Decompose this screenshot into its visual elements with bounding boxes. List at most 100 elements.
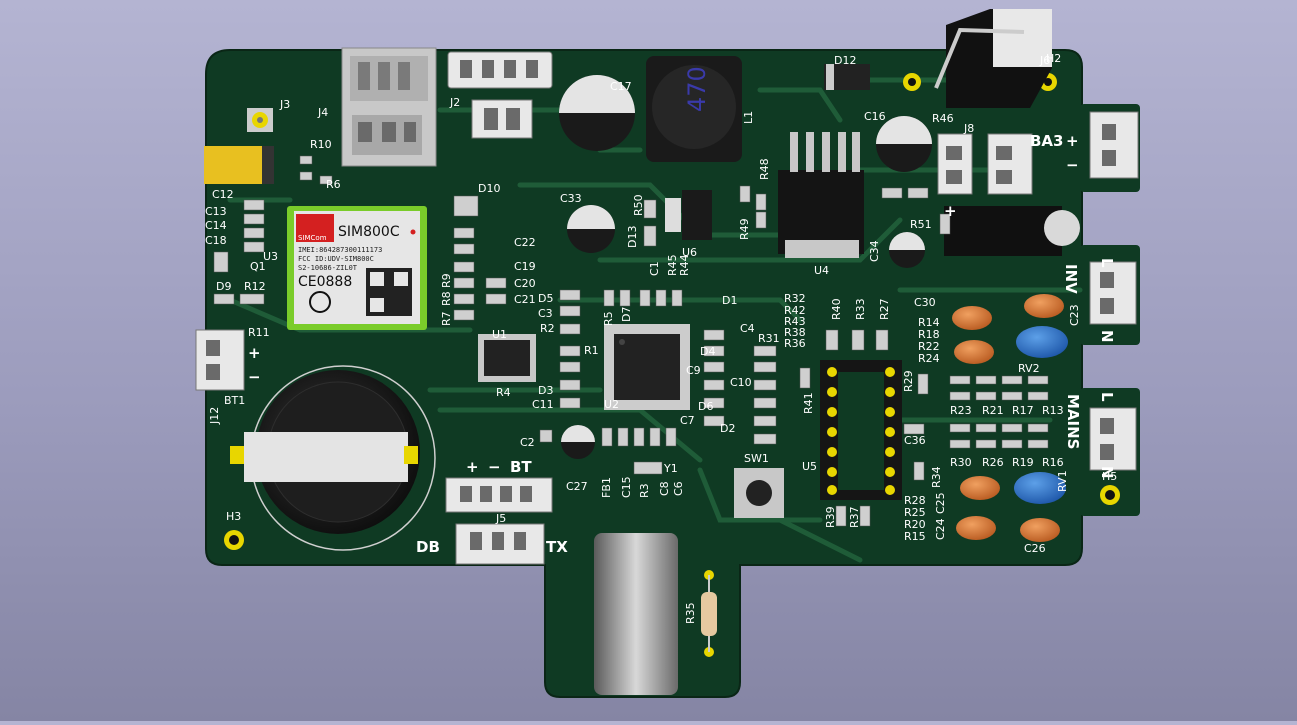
ref-c18: C18 xyxy=(205,234,227,247)
label-inv-live: L xyxy=(1098,258,1116,268)
label-mains: MAINS xyxy=(1064,394,1082,449)
ref-r1: R1 xyxy=(584,344,599,357)
ref-d3: D3 xyxy=(538,384,553,397)
ref-r21: R21 xyxy=(982,404,1004,417)
label-mains-live: L xyxy=(1098,392,1116,402)
label-bt: BT xyxy=(510,458,532,476)
ref-r30: R30 xyxy=(950,456,972,469)
ref-r4: R4 xyxy=(496,386,511,399)
soic-u1 xyxy=(478,334,536,382)
ref-r45: R45 xyxy=(666,254,679,276)
ref-c25: C25 xyxy=(934,492,947,514)
ref-r16: R16 xyxy=(1042,456,1064,469)
resistor-r35 xyxy=(701,575,717,652)
smd-passives xyxy=(213,155,1049,527)
ref-c26: C26 xyxy=(1024,542,1046,555)
ref-r11: R11 xyxy=(248,326,270,339)
label-ba3: BA3 xyxy=(1030,132,1063,150)
label-tx: TX xyxy=(546,538,568,556)
ref-d13: D13 xyxy=(626,226,639,248)
regulator-u6 xyxy=(665,190,712,240)
ref-d9: D9 xyxy=(216,280,231,293)
ref-u6: U6 xyxy=(682,246,697,259)
ref-r29: R29 xyxy=(902,370,915,392)
current-transformer xyxy=(594,533,678,695)
ceramic-disc-capacitors xyxy=(952,294,1068,542)
ref-r35: R35 xyxy=(684,602,697,624)
ref-c10: C10 xyxy=(730,376,752,389)
inductor-l1: 470 xyxy=(646,56,742,162)
ref-j8: J8 xyxy=(963,122,974,135)
ref-c3: C3 xyxy=(538,307,553,320)
ref-r38: R38 xyxy=(784,326,806,339)
ref-d10: D10 xyxy=(478,182,500,195)
ref-u3: U3 xyxy=(263,250,278,263)
ref-c36: C36 xyxy=(904,434,926,447)
sim-line-3: S2-10686-ZIL0T xyxy=(298,264,358,272)
label-mains-neutral: N xyxy=(1098,466,1116,479)
ufl-connector-j3 xyxy=(247,108,273,132)
inductor-marking: 470 xyxy=(683,66,711,112)
ref-c20: C20 xyxy=(514,277,536,290)
ref-r5: R5 xyxy=(602,311,615,326)
ref-c12: C12 xyxy=(212,188,234,201)
ref-c21: C21 xyxy=(514,293,536,306)
ref-c16: C16 xyxy=(864,110,886,123)
coin-cell-bt1 xyxy=(230,365,436,551)
ref-j2: J2 xyxy=(449,96,460,109)
ref-d1: D1 xyxy=(722,294,737,307)
ref-r28: R28 xyxy=(904,494,926,507)
ref-d2: D2 xyxy=(720,422,735,435)
ref-r43: R43 xyxy=(784,315,806,328)
ref-r27: R27 xyxy=(878,298,891,320)
ref-bt1: BT1 xyxy=(224,394,245,407)
sim-title: SIM800C xyxy=(338,224,400,240)
ref-u2: U2 xyxy=(604,398,619,411)
ref-rv1: RV1 xyxy=(1056,470,1069,492)
ref-y1: Y1 xyxy=(663,462,678,475)
ref-j5: J5 xyxy=(495,512,506,525)
ref-u4: U4 xyxy=(814,264,829,277)
ref-r50: R50 xyxy=(632,194,645,216)
ref-r23: R23 xyxy=(950,404,972,417)
ref-sw1: SW1 xyxy=(744,452,769,465)
ref-r26: R26 xyxy=(982,456,1004,469)
ref-r13: R13 xyxy=(1042,404,1064,417)
ref-c7: C7 xyxy=(680,414,695,427)
ref-c1: C1 xyxy=(648,261,661,276)
label-inv-neutral: N xyxy=(1098,330,1116,343)
sim-line-1: IMEI:864287300111173 xyxy=(298,246,382,254)
regulator-u4 xyxy=(778,132,864,258)
ref-u1: U1 xyxy=(492,328,507,341)
ref-r8: R8 xyxy=(440,291,453,306)
tantalum-cap xyxy=(204,146,274,184)
ref-c24: C24 xyxy=(934,518,947,540)
ref-r41: R41 xyxy=(802,392,815,414)
ref-r40: R40 xyxy=(830,298,843,320)
tactile-switch-sw1 xyxy=(734,468,784,518)
ref-r17: R17 xyxy=(1012,404,1034,417)
ref-r9: R9 xyxy=(440,273,453,288)
ref-r51: R51 xyxy=(910,218,932,231)
ref-rv2: RV2 xyxy=(1018,362,1040,375)
ref-c23: C23 xyxy=(1068,304,1081,326)
ref-d5: D5 xyxy=(538,292,553,305)
ref-r18: R18 xyxy=(918,328,940,341)
label-db: DB xyxy=(416,538,440,556)
ref-j3: J3 xyxy=(279,98,290,111)
ref-r32: R32 xyxy=(784,292,806,305)
ref-c4: C4 xyxy=(740,322,755,335)
mcu-u2 xyxy=(604,324,690,410)
ref-h2: H2 xyxy=(1046,52,1061,65)
label-bt-minus: − xyxy=(488,458,501,476)
ref-fb1: FB1 xyxy=(600,477,613,498)
sim-line-2: FCC ID:UDV-SIM800C xyxy=(298,255,374,263)
ref-c34: C34 xyxy=(868,240,881,262)
ref-r3: R3 xyxy=(638,483,651,498)
ref-j6: J6 xyxy=(1039,54,1050,67)
label-j8-plus: + xyxy=(944,202,957,220)
silkscreen-labels: J3 J4 J2 J8 C17 L1 D12 R46 C16 J6 R10 R6… xyxy=(205,52,1117,624)
ref-r19: R19 xyxy=(1012,456,1034,469)
sim800c-module: SIMCom SIM800C IMEI:864287300111173 FCC … xyxy=(287,206,427,330)
